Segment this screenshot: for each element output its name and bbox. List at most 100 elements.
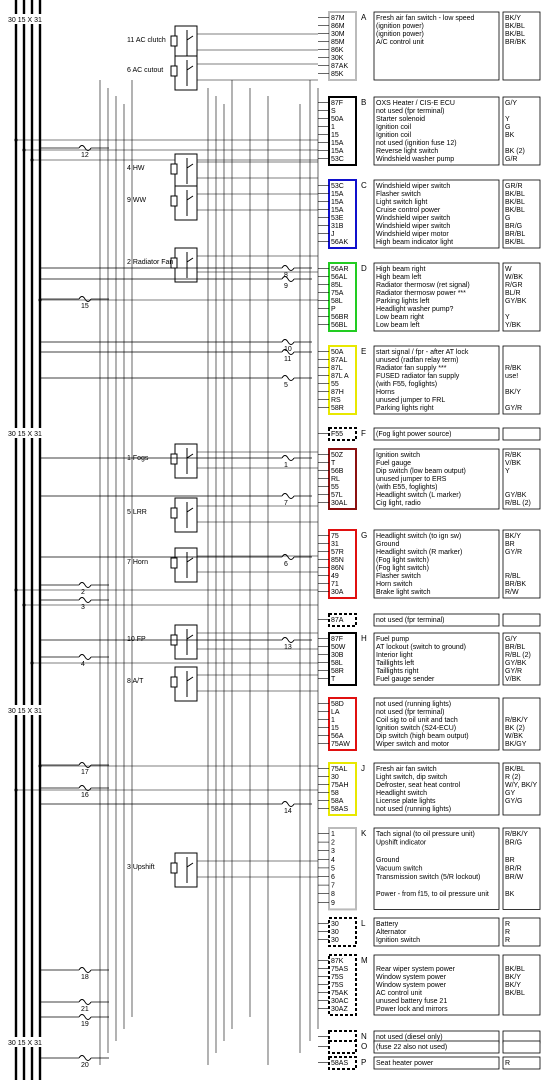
fuse-19: 19 <box>40 1014 109 1028</box>
relay-11: 3 Upshift <box>127 852 198 888</box>
pin-description: Ignition switch <box>376 452 420 459</box>
connector-wire-box <box>502 697 541 751</box>
relay-10: 8 A/T <box>127 666 198 702</box>
fuse-17: 17 <box>40 762 109 776</box>
connector-desc-box <box>373 632 500 686</box>
fuse-symbol <box>78 145 92 151</box>
connector-letter: L <box>361 919 366 928</box>
connector-wire-box <box>502 427 541 441</box>
wire-color-code: GY/BK <box>505 660 527 667</box>
connector-desc-box <box>373 345 500 415</box>
relay-coil <box>170 453 178 465</box>
fuse-symbol <box>281 801 295 807</box>
fuse-symbol <box>281 554 295 560</box>
pin-label: 86K <box>331 47 344 54</box>
fuse-10: 10 <box>40 339 312 353</box>
wire-color-code: BR/BL <box>505 231 525 238</box>
pin-description: (Fog light switch) <box>376 565 429 572</box>
fuse-12: 12 <box>40 145 109 159</box>
relay-label: 10 FP <box>127 636 146 643</box>
fuse-7: 7 <box>40 493 312 507</box>
connector-desc-box <box>373 96 500 166</box>
relay-label: 2 Radiator Fan <box>127 259 173 266</box>
fuse-8: 8 <box>40 265 312 279</box>
pin-description: High beam right <box>376 266 425 273</box>
wire-color-code: R/BK <box>505 452 522 459</box>
pin-description: Ground <box>376 857 399 864</box>
fuse-number: 10 <box>284 346 292 353</box>
pin-description: Parking lights right <box>376 405 434 412</box>
pin-label: 50W <box>331 644 346 651</box>
pin-description: Transmission switch (5/R lockout) <box>376 874 480 881</box>
connector-pin-box <box>328 96 357 166</box>
relay-switch <box>186 557 194 563</box>
fuse-symbol <box>281 637 295 643</box>
fuse-5: 5 <box>40 375 312 389</box>
relay-switch <box>186 862 194 868</box>
wire-color-code: R/BL (2) <box>505 500 531 507</box>
pin-description: Alternator <box>376 929 407 936</box>
pin-description: Power - from f15, to oil pressure unit <box>376 891 489 898</box>
pin-label: 87M <box>331 15 345 22</box>
connector-letter: J <box>361 764 365 773</box>
relay-coil <box>170 507 178 519</box>
relay-coil <box>170 676 178 688</box>
relay-label: 8 A/T <box>127 678 144 685</box>
relay-9: 10 FP <box>127 624 198 660</box>
relay-body <box>174 852 198 888</box>
connector-pin-box <box>328 762 357 816</box>
pin-label: 85K <box>331 71 344 78</box>
pin-description: Parking lights left <box>376 298 429 305</box>
wire-color-code: G/Y <box>505 100 517 107</box>
relay-label: 3 Upshift <box>127 864 155 871</box>
connector-pin-box <box>328 448 357 510</box>
wire-color-code: BK (2) <box>505 725 525 732</box>
rail-label-bg <box>6 705 46 715</box>
wire-color-code: GY/R <box>505 668 522 675</box>
connector-letter: F <box>361 429 366 438</box>
pin-label: 75AW <box>331 741 350 748</box>
wire-color-code: BK/BL <box>505 23 525 30</box>
pin-label: 86M <box>331 23 345 30</box>
pin-description: Ground <box>376 541 399 548</box>
pin-label: 57L <box>331 492 343 499</box>
pin-label: 55 <box>331 484 339 491</box>
wire-color-code: BK/BL <box>505 199 525 206</box>
connector-letter: M <box>361 956 368 965</box>
fuse-number: 21 <box>81 1006 89 1013</box>
wire-color-code: BK/BL <box>505 966 525 973</box>
wire-color-code: W/BK <box>505 733 523 740</box>
pin-label: 30K <box>331 55 344 62</box>
connector-desc-box <box>373 11 500 81</box>
wire-color-code: BK/BL <box>505 207 525 214</box>
pin-description: License plate lights <box>376 798 436 805</box>
pin-description: Windshield wiper motor <box>376 231 449 238</box>
connector-wire-box <box>502 954 541 1016</box>
relay-coil <box>170 557 178 569</box>
pin-description: A/C control unit <box>376 39 424 46</box>
wire-color-code: BK/GY <box>505 741 527 748</box>
pin-description: unused (radfan relay term) <box>376 357 458 364</box>
wire-color-code: BK/Y <box>505 974 521 981</box>
pin-description: Taillights left <box>376 660 414 667</box>
pin-description: Windshield washer pump <box>376 156 454 163</box>
pin-description: Fresh air fan switch - low speed <box>376 15 475 22</box>
pin-label: 58AS <box>331 806 348 813</box>
connector-pin-box <box>328 1040 357 1054</box>
wire-color-code: R <box>505 1060 510 1067</box>
relay-label: 9 WW <box>127 197 146 204</box>
wire-color-code: use! <box>505 373 518 380</box>
connector-pin-box <box>328 345 357 415</box>
wire-color-code: V/BK <box>505 676 521 683</box>
pin-label: 53E <box>331 215 344 222</box>
pin-label: 30AC <box>331 998 349 1005</box>
wire-color-code: GY <box>505 790 515 797</box>
connector-letter: G <box>361 531 367 540</box>
pin-label: 15 <box>331 725 339 732</box>
fuse-number: 3 <box>81 604 85 611</box>
fuse-13: 13 <box>40 637 312 651</box>
connector-pin-box <box>328 179 357 249</box>
